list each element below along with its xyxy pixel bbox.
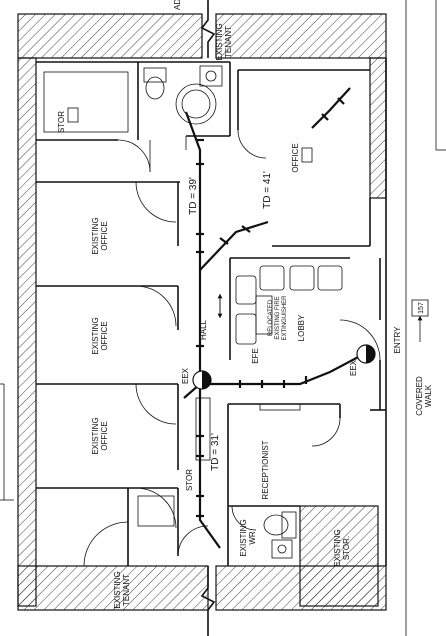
svg-text:OFFICE: OFFICE — [100, 421, 109, 450]
svg-text:COVERED: COVERED — [415, 376, 424, 416]
label-door-tag: 157 — [418, 302, 425, 314]
svg-text:OFFICE: OFFICE — [100, 321, 109, 350]
office-right-tag-box — [301, 147, 313, 163]
break-line-bottom — [200, 566, 216, 636]
label-stor-top: STOR — [57, 111, 66, 133]
label-hall: HALL — [199, 319, 208, 340]
label-td-41: TD = 41' — [262, 171, 273, 209]
label-existing-stor: EXISTING STOR. — [333, 529, 351, 566]
hatched-wall-left — [17, 57, 37, 607]
label-td-31: TD = 31' — [210, 433, 221, 471]
label-existing-office-3: EXISTING OFFICE — [91, 417, 109, 454]
restroom-fixtures-top — [143, 65, 223, 150]
label-td-39: TD = 39' — [188, 177, 199, 215]
svg-text:EXISTING: EXISTING — [239, 519, 248, 556]
lobby-furniture — [235, 265, 343, 345]
egress-path-ticks — [196, 97, 345, 518]
restroom-fixtures-bottom — [263, 511, 297, 559]
label-existing-wr: EXISTING WR — [239, 519, 257, 556]
label-eex-left: EEX — [181, 367, 190, 384]
svg-text:EXISTING: EXISTING — [91, 217, 100, 254]
svg-text:RELOCATED: RELOCATED — [268, 299, 274, 336]
label-eex-right: EEX — [349, 359, 358, 376]
svg-text:WALK: WALK — [424, 384, 433, 407]
hatched-wall-top-left — [17, 13, 203, 59]
label-office-right: OFFICE — [291, 143, 300, 172]
label-receptionist: RECEPTIONIST — [261, 440, 270, 499]
break-line-top — [200, 0, 216, 58]
label-entry: ENTRY — [393, 326, 402, 354]
svg-text:EXISTING FIRE: EXISTING FIRE — [275, 296, 281, 339]
egress-path — [183, 87, 365, 549]
svg-text:EXISTING: EXISTING — [91, 417, 100, 454]
svg-text:EXISTING: EXISTING — [91, 317, 100, 354]
label-existing-tenant-top: EXISTING TENANT — [215, 23, 233, 60]
label-relocated-extinguisher: RELOCATED EXISTING FIRE EXTINGUISHER — [268, 295, 288, 341]
label-covered-walk: COVERED WALK — [415, 376, 433, 416]
receptionist-counter — [259, 403, 301, 411]
receptionist-desk — [195, 397, 211, 461]
exit-sign-right — [356, 344, 376, 364]
hatched-wall-right — [369, 57, 387, 199]
svg-text:TENANT: TENANT — [224, 26, 233, 58]
svg-text:TENANT: TENANT — [122, 574, 131, 606]
door-swings — [83, 129, 381, 567]
svg-text:STOR.: STOR. — [342, 536, 351, 560]
label-lobby: LOBBY — [297, 314, 306, 341]
svg-text:EXISTING: EXISTING — [215, 23, 224, 60]
stor-room-top-outline — [43, 71, 129, 133]
hatched-wall-bottom-left — [17, 565, 209, 611]
label-efe: EFE — [251, 348, 260, 364]
svg-text:EXTINGUISHER: EXTINGUISHER — [282, 295, 288, 341]
svg-text:EXISTING: EXISTING — [113, 571, 122, 608]
label-existing-tenant-bottom: EXISTING TENANT — [113, 571, 131, 608]
label-existing-office-1: EXISTING OFFICE — [91, 217, 109, 254]
label-ad: AD — [173, 0, 182, 10]
hatched-stor-bottom — [299, 505, 379, 607]
exit-sign-left — [192, 370, 212, 390]
door-tag-box — [411, 299, 429, 317]
svg-text:WR: WR — [248, 531, 257, 545]
hatched-wall-top-right — [215, 13, 387, 59]
svg-text:OFFICE: OFFICE — [100, 221, 109, 250]
stor-top-tag-box — [67, 107, 79, 123]
label-existing-office-2: EXISTING OFFICE — [91, 317, 109, 354]
stor-room-bottom-outline — [137, 495, 175, 527]
svg-text:EXISTING: EXISTING — [333, 529, 342, 566]
label-stor-bottom: STOR — [185, 469, 194, 491]
